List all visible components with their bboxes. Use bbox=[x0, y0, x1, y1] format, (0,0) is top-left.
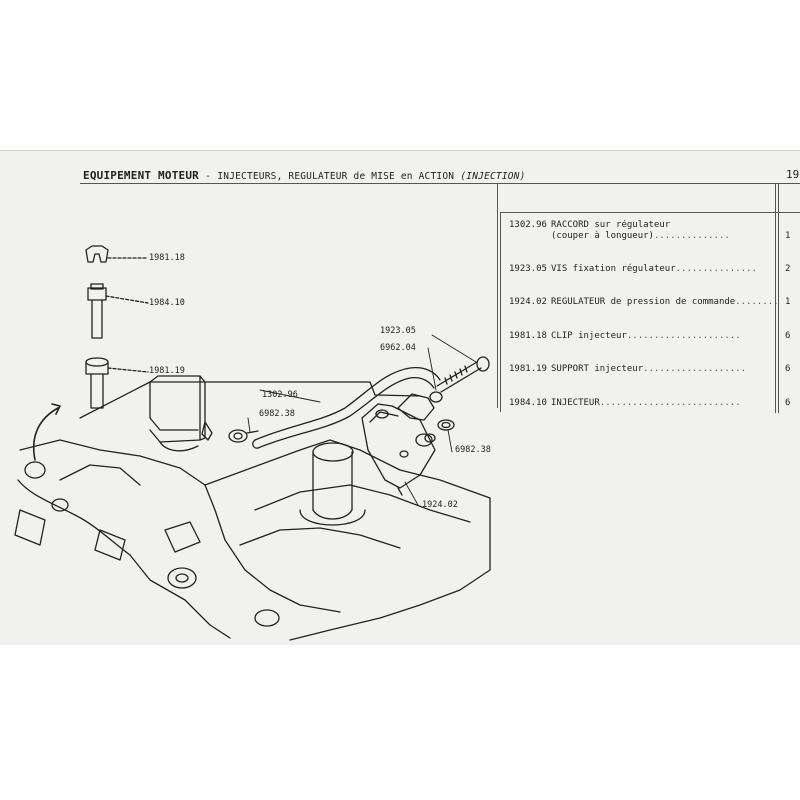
part-ref: 1924.02 bbox=[509, 297, 547, 307]
leader-dots: ............... bbox=[675, 264, 757, 274]
leader-dots: .......................... bbox=[599, 398, 741, 408]
catalog-page bbox=[0, 150, 800, 645]
screw-icon bbox=[429, 356, 490, 403]
part-desc: SUPPORT injecteur bbox=[551, 364, 644, 374]
header-subtitle: INJECTEURS, REGULATEUR de MISE en ACTION bbox=[217, 171, 455, 182]
callout-1981-19: 1981.19 bbox=[149, 366, 185, 376]
throttle-tube bbox=[299, 442, 366, 526]
engine-drawing bbox=[14, 245, 491, 641]
part-qty: 1 bbox=[785, 297, 791, 307]
header-dash: - bbox=[205, 171, 212, 182]
parts-row: 1981.19 SUPPORT injecteur................… bbox=[509, 364, 790, 374]
part-desc-2: (couper à longueur) bbox=[551, 231, 654, 241]
parts-row: 1302.96 RACCORD sur régulateur (couper à … bbox=[509, 220, 790, 241]
leader-dots: .............. bbox=[653, 231, 730, 241]
part-desc: REGULATEUR de pression de commande bbox=[551, 297, 736, 307]
header-paren: (INJECTION) bbox=[460, 171, 526, 182]
parts-row: 1924.02 REGULATEUR de pression de command… bbox=[509, 297, 790, 307]
column-divider bbox=[497, 183, 498, 408]
part-qty: 1 bbox=[785, 231, 791, 241]
parts-row: 1981.18 CLIP injecteur...................… bbox=[509, 331, 790, 341]
callout-6982-38-left: 6982.38 bbox=[259, 409, 295, 419]
header-rule bbox=[80, 183, 800, 184]
leader-dots: ................... bbox=[643, 364, 747, 374]
part-ref: 1302.96 bbox=[509, 220, 547, 230]
page-number: 19 bbox=[786, 168, 800, 181]
part-qty: 6 bbox=[785, 331, 791, 341]
part-desc: CLIP injecteur bbox=[551, 331, 627, 341]
collar-left-icon bbox=[201, 421, 259, 443]
arrow-icon bbox=[33, 407, 59, 461]
part-qty: 6 bbox=[785, 364, 791, 374]
injector-icon bbox=[87, 283, 149, 339]
callout-1924-02: 1924.02 bbox=[422, 500, 458, 510]
callout-6982-38-right: 6982.38 bbox=[455, 445, 491, 455]
part-ref: 1981.18 bbox=[509, 331, 547, 341]
header-title: EQUIPEMENT MOTEUR bbox=[83, 169, 199, 182]
part-qty: 6 bbox=[785, 398, 791, 408]
part-desc: RACCORD sur régulateur bbox=[551, 220, 671, 230]
part-desc: VIS fixation régulateur bbox=[551, 264, 676, 274]
page-header: EQUIPEMENT MOTEUR - INJECTEURS, REGULATE… bbox=[83, 169, 526, 182]
injector-clip-icon bbox=[85, 245, 149, 263]
qty-column-rule bbox=[775, 183, 776, 413]
leader-dots: ..................... bbox=[626, 331, 741, 341]
collar-right-icon bbox=[437, 419, 455, 431]
part-ref: 1923.05 bbox=[509, 264, 547, 274]
callout-1923-05: 1923.05 bbox=[380, 326, 416, 336]
air-box bbox=[149, 375, 206, 452]
parts-row: 1923.05 VIS fixation régulateur..........… bbox=[509, 264, 790, 274]
part-ref: 1984.10 bbox=[509, 398, 547, 408]
part-desc: INJECTEUR bbox=[551, 398, 600, 408]
table-top-rule bbox=[500, 212, 800, 213]
parts-row: 1984.10 INJECTEUR........................… bbox=[509, 398, 790, 408]
callout-1984-10: 1984.10 bbox=[149, 298, 185, 308]
callout-1981-18: 1981.18 bbox=[149, 253, 185, 263]
part-qty: 2 bbox=[785, 264, 791, 274]
part-ref: 1981.19 bbox=[509, 364, 547, 374]
injector-support-icon bbox=[85, 357, 149, 409]
intake-manifold bbox=[14, 381, 491, 641]
callout-1302-96: 1302.96 bbox=[262, 390, 298, 400]
qty-column-rule-2 bbox=[778, 183, 779, 413]
fuel-hose bbox=[252, 366, 441, 449]
page-edge bbox=[0, 150, 800, 151]
pressure-regulator-icon bbox=[361, 393, 436, 496]
callout-6962-04: 6962.04 bbox=[380, 343, 416, 353]
leader-dots: ........ bbox=[735, 297, 779, 307]
table-left-rule bbox=[500, 212, 501, 412]
